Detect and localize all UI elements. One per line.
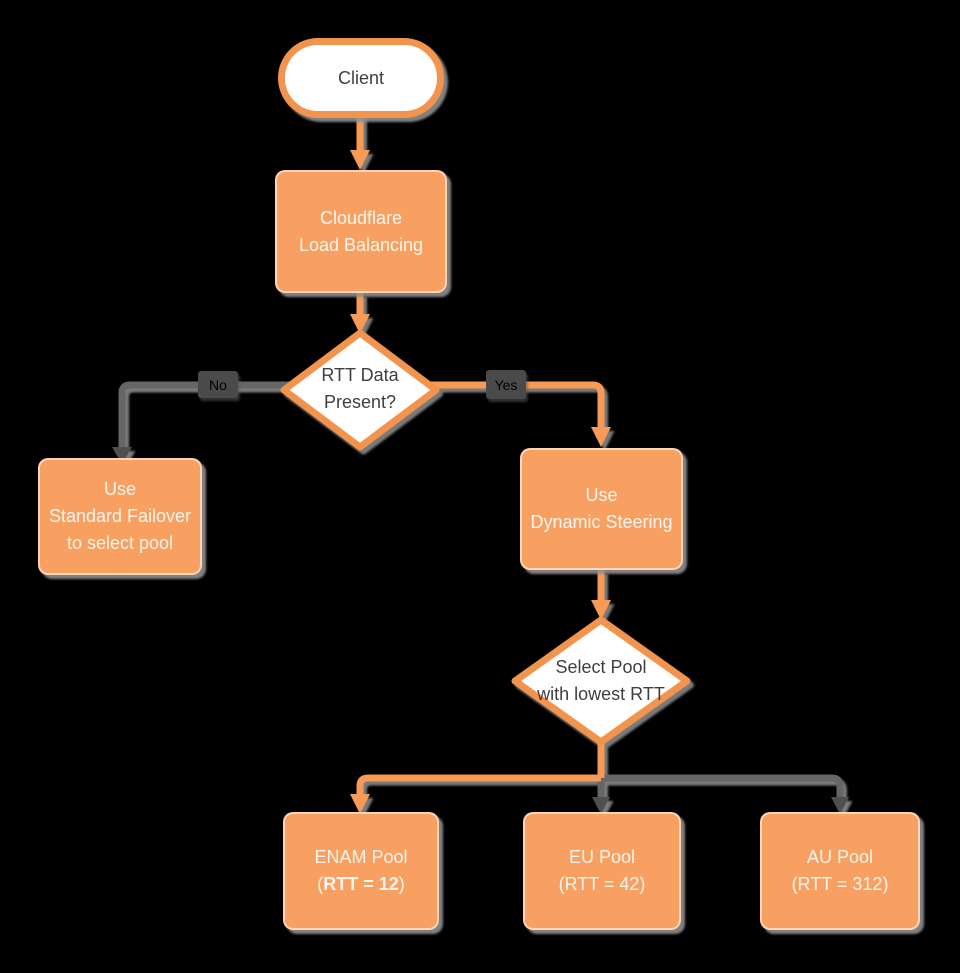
- eu-line-1: EU Pool: [568, 847, 636, 867]
- select-pool-diamond: [511, 616, 691, 746]
- client-node: Client: [278, 38, 444, 118]
- edge-label-yes: Yes: [486, 370, 526, 399]
- edge-label-no-text: No: [209, 376, 227, 393]
- client-label: Client: [337, 67, 385, 88]
- enam-paren-close: ): [398, 874, 405, 894]
- edge-no-line: [118, 381, 292, 450]
- edge-to-au-arrowhead-icon: [831, 797, 849, 814]
- select-pool-label: Select Pool with lowest RTT: [521, 649, 681, 713]
- select-pool-line-2: with lowest RTT: [537, 684, 665, 704]
- dynamic-steering-node: Use Dynamic Steering: [520, 448, 683, 570]
- enam-line-2: (RTT = 12): [317, 871, 405, 898]
- au-line-2: (RTT = 312): [791, 874, 889, 894]
- edge-clb-to-decision-arrowhead-icon: [350, 314, 370, 334]
- clb-line-1: Cloudflare: [319, 207, 403, 228]
- failover-line-3: to select pool: [66, 533, 174, 553]
- rtt-decision-diamond: [280, 329, 440, 451]
- steering-line-2: Dynamic Steering: [530, 512, 673, 532]
- failover-line-1: Use: [103, 479, 136, 499]
- standard-failover-node: Use Standard Failover to select pool: [38, 458, 202, 575]
- enam-pool-node: ENAM Pool (RTT = 12): [283, 812, 439, 930]
- rtt-decision-line-1: RTT Data: [321, 365, 399, 385]
- edge-steering-to-select-arrowhead-icon: [591, 600, 611, 620]
- edge-to-enam-line: [356, 774, 601, 796]
- edge-label-no: No: [198, 371, 238, 398]
- edge-to-enam-arrowhead-icon: [350, 794, 370, 814]
- clb-line-2: Load Balancing: [298, 234, 424, 255]
- enam-line-1: ENAM Pool: [314, 847, 408, 867]
- eu-line-2: (RTT = 42): [558, 874, 646, 894]
- cloudflare-load-balancing-node: Cloudflare Load Balancing: [275, 170, 447, 293]
- edge-client-to-clb-arrowhead-icon: [350, 150, 370, 170]
- edge-label-yes-text: Yes: [494, 376, 518, 393]
- rtt-decision-label: RTT Data Present?: [290, 357, 430, 421]
- enam-paren-open: (: [317, 874, 324, 894]
- select-pool-line-1: Select Pool: [555, 657, 647, 677]
- edge-yes-line: [428, 381, 605, 429]
- au-pool-node: AU Pool (RTT = 312): [760, 812, 920, 930]
- steering-line-1: Use: [585, 485, 618, 505]
- failover-line-2: Standard Failover: [48, 506, 192, 526]
- enam-rtt-value: RTT = 12: [323, 874, 399, 894]
- au-line-1: AU Pool: [806, 847, 874, 867]
- edge-no-arrowhead-icon: [112, 447, 132, 464]
- edge-to-eu-arrowhead-icon: [592, 797, 610, 814]
- edge-to-au-line: [601, 774, 844, 799]
- rtt-decision-line-2: Present?: [323, 392, 397, 412]
- edge-yes-arrowhead-icon: [591, 427, 611, 447]
- eu-pool-node: EU Pool (RTT = 42): [523, 812, 681, 930]
